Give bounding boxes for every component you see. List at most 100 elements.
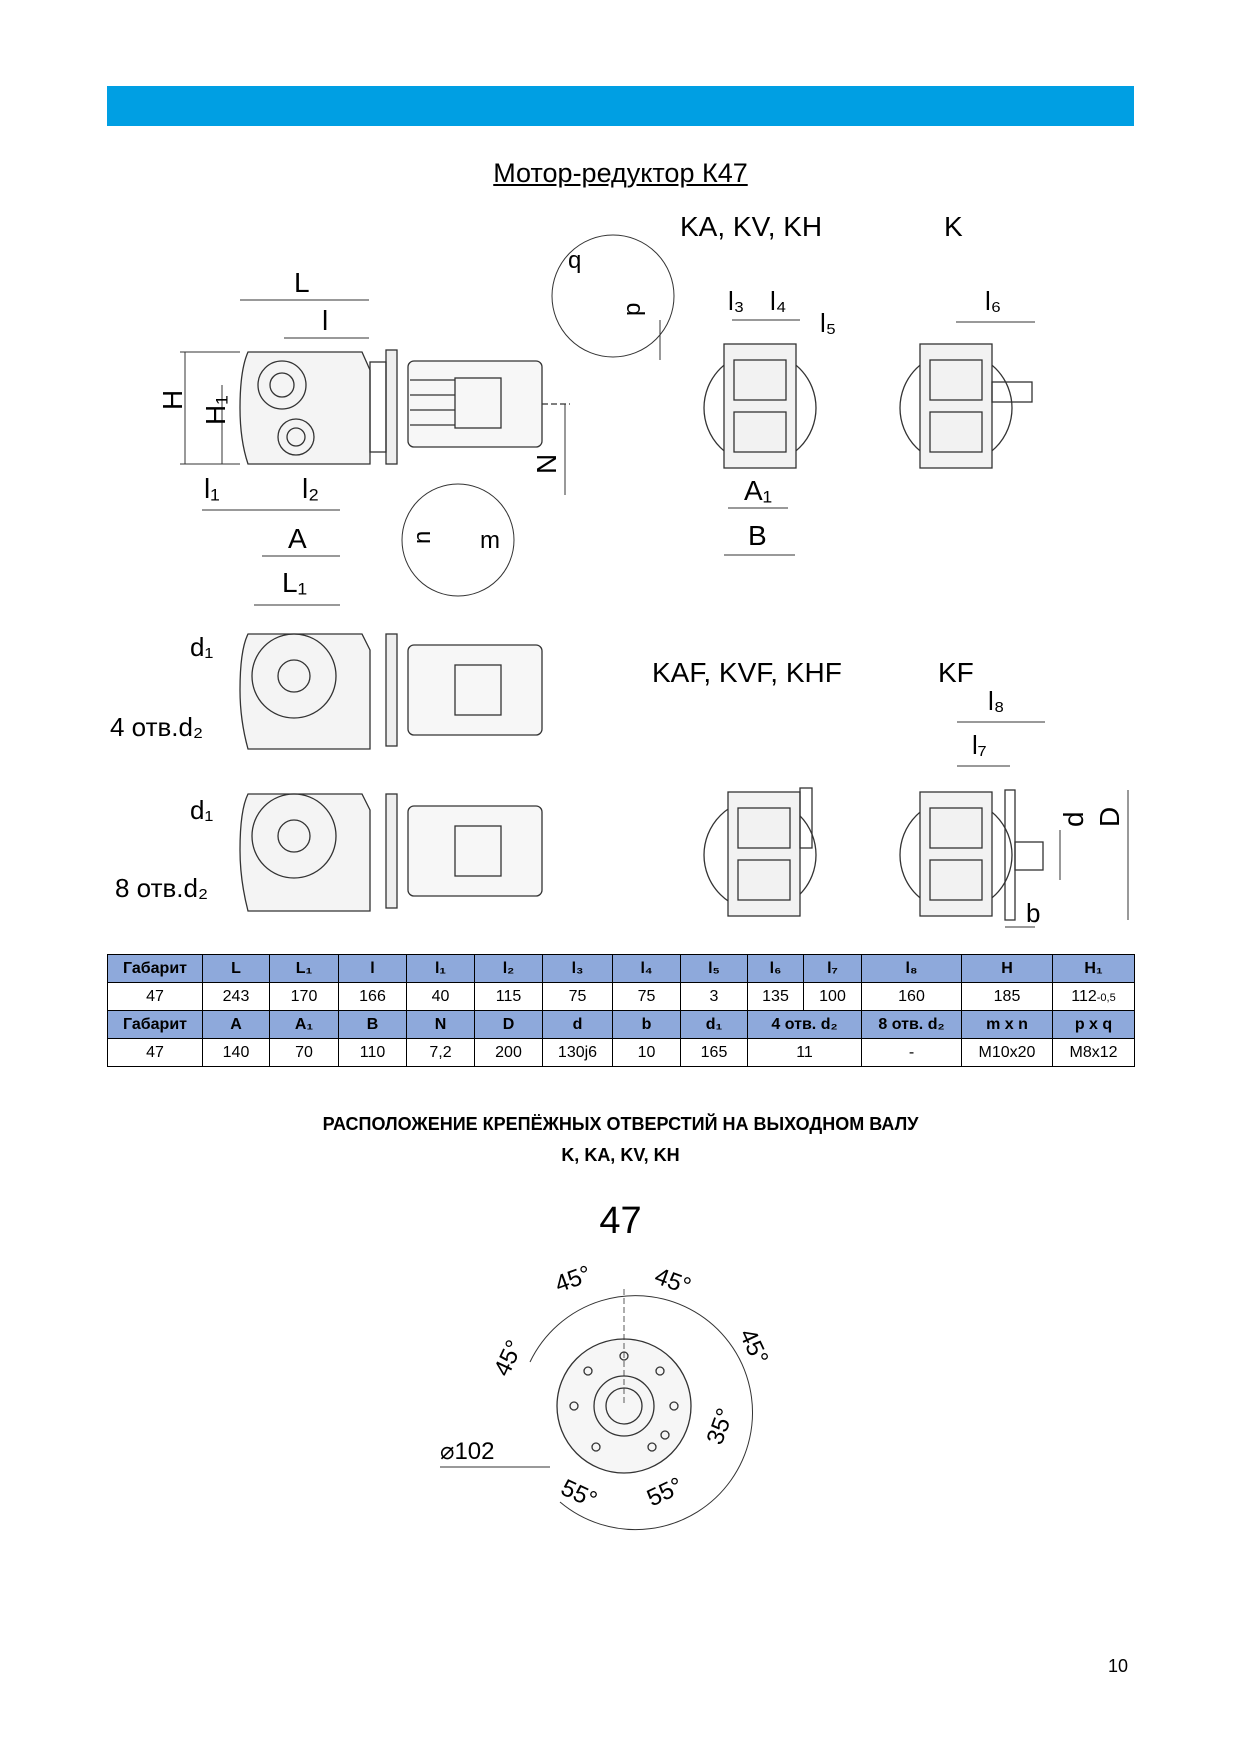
dim-H1: H₁ bbox=[200, 395, 231, 425]
table-cell: 100 bbox=[803, 982, 862, 1011]
table-cell: 115 bbox=[474, 982, 543, 1011]
table-header: b bbox=[612, 1010, 681, 1039]
table-header: l₆ bbox=[747, 954, 804, 983]
table-cell: 130j6 bbox=[542, 1038, 613, 1067]
table-header: L bbox=[202, 954, 270, 983]
dim-l7: l₇ bbox=[972, 730, 987, 760]
gearmotor-flange-view-4 bbox=[239, 633, 543, 750]
dim-l5: l₅ bbox=[820, 308, 836, 338]
angle-label: 45° bbox=[651, 1263, 694, 1301]
table-header: m x n bbox=[961, 1010, 1053, 1039]
dim-l: l bbox=[322, 305, 328, 336]
dim-holes-8: 8 отв.d₂ bbox=[115, 873, 208, 903]
table-cell: 160 bbox=[861, 982, 962, 1011]
flange-hole-diagram bbox=[440, 1289, 753, 1531]
table-cell: 170 bbox=[269, 982, 339, 1011]
front-view-k bbox=[899, 343, 1033, 469]
size-label: 47 bbox=[599, 1200, 642, 1242]
table-header: d₁ bbox=[680, 1010, 748, 1039]
table-cell: M10x20 bbox=[961, 1038, 1053, 1067]
table-row: 47 243 170 166 40 115 75 75 3 135 100 16… bbox=[107, 982, 1135, 1011]
front-view-kf bbox=[899, 789, 1044, 921]
table-cell: 11 bbox=[747, 1038, 862, 1067]
diameter-label: ⌀102 bbox=[440, 1438, 495, 1465]
dim-l2: l₂ bbox=[302, 473, 319, 504]
dim-q: q bbox=[568, 247, 581, 274]
table-cell: 135 bbox=[747, 982, 804, 1011]
table-header: l₅ bbox=[680, 954, 748, 983]
dim-N: N bbox=[531, 454, 562, 474]
front-view-kaf bbox=[703, 787, 817, 917]
view-label-kaf: KAF, KVF, KHF bbox=[652, 657, 842, 688]
h1-value: 112 bbox=[1071, 987, 1097, 1005]
gearmotor-flange-view-8 bbox=[239, 793, 543, 912]
table-cell: 165 bbox=[680, 1038, 748, 1067]
table-cell: 10 bbox=[612, 1038, 681, 1067]
dim-m: m bbox=[480, 527, 500, 554]
table-header: Габарит bbox=[107, 1010, 203, 1039]
table-header: l₁ bbox=[406, 954, 475, 983]
dim-l1: l₁ bbox=[204, 473, 220, 504]
table-header: l₈ bbox=[861, 954, 962, 983]
table-cell: 7,2 bbox=[406, 1038, 475, 1067]
table-cell: 47 bbox=[107, 1038, 203, 1067]
table-header: L₁ bbox=[269, 954, 339, 983]
table-cell: 112-0,5 bbox=[1052, 982, 1135, 1011]
dimension-lines bbox=[180, 234, 1129, 928]
dim-p: p bbox=[619, 303, 646, 316]
header-banner bbox=[107, 86, 1134, 126]
dim-H: H bbox=[157, 390, 188, 410]
dim-d1-b: d₁ bbox=[190, 795, 213, 825]
h1-tolerance: -0,5 bbox=[1096, 991, 1116, 1004]
dim-A1: A₁ bbox=[744, 475, 772, 506]
table-header-row: Габарит A A₁ B N D d b d₁ 4 отв. d₂ 8 от… bbox=[107, 1010, 1135, 1039]
table-header: l₂ bbox=[474, 954, 543, 983]
table-cell: 243 bbox=[202, 982, 270, 1011]
table-header: B bbox=[338, 1010, 407, 1039]
table-cell: 47 bbox=[107, 982, 203, 1011]
dimensions-table: Габарит L L₁ l l₁ l₂ l₃ l₄ l₅ l₆ l₇ l₈ H… bbox=[107, 954, 1135, 1067]
table-cell: M8x12 bbox=[1052, 1038, 1135, 1067]
table-header: l₃ bbox=[542, 954, 613, 983]
table-header: A₁ bbox=[269, 1010, 339, 1039]
front-view-ka bbox=[703, 343, 817, 469]
table-cell: 40 bbox=[406, 982, 475, 1011]
table-cell: 110 bbox=[338, 1038, 407, 1067]
dim-b: b bbox=[1026, 898, 1040, 928]
table-cell: 70 bbox=[269, 1038, 339, 1067]
dim-D: D bbox=[1094, 807, 1125, 827]
view-label-kf: KF bbox=[938, 657, 974, 688]
table-cell: 3 bbox=[680, 982, 748, 1011]
dim-A: A bbox=[288, 523, 307, 554]
dim-holes-4: 4 отв.d₂ bbox=[110, 712, 203, 742]
dim-d1-a: d₁ bbox=[190, 632, 213, 662]
angle-label: 55° bbox=[643, 1472, 687, 1512]
section-title: РАСПОЛОЖЕНИЕ КРЕПЁЖНЫХ ОТВЕРСТИЙ НА ВЫХО… bbox=[322, 1114, 919, 1134]
angle-label: 45° bbox=[489, 1336, 529, 1380]
table-header: l bbox=[338, 954, 407, 983]
dim-B: B bbox=[748, 520, 767, 551]
dim-l6: l₆ bbox=[985, 286, 1001, 316]
table-header-row: Габарит L L₁ l l₁ l₂ l₃ l₄ l₅ l₆ l₇ l₈ H… bbox=[107, 954, 1135, 983]
table-header: H₁ bbox=[1052, 954, 1135, 983]
dim-l4: l₄ bbox=[770, 286, 786, 316]
dim-l8: l₈ bbox=[988, 686, 1005, 716]
dim-L1: L₁ bbox=[282, 567, 307, 598]
table-header: H bbox=[961, 954, 1053, 983]
dim-l3: l₃ bbox=[728, 286, 744, 316]
table-cell: 75 bbox=[542, 982, 613, 1011]
table-cell: 200 bbox=[474, 1038, 543, 1067]
angle-label: 45° bbox=[551, 1261, 594, 1299]
dim-L: L bbox=[294, 267, 310, 298]
table-header: d bbox=[542, 1010, 613, 1039]
table-header: p x q bbox=[1052, 1010, 1135, 1039]
table-header: 4 отв. d₂ bbox=[747, 1010, 862, 1039]
table-cell: 75 bbox=[612, 982, 681, 1011]
table-header: D bbox=[474, 1010, 543, 1039]
table-header: l₇ bbox=[803, 954, 862, 983]
angle-label: 45° bbox=[734, 1325, 774, 1369]
table-header: N bbox=[406, 1010, 475, 1039]
table-header: A bbox=[202, 1010, 270, 1039]
table-cell: - bbox=[861, 1038, 962, 1067]
